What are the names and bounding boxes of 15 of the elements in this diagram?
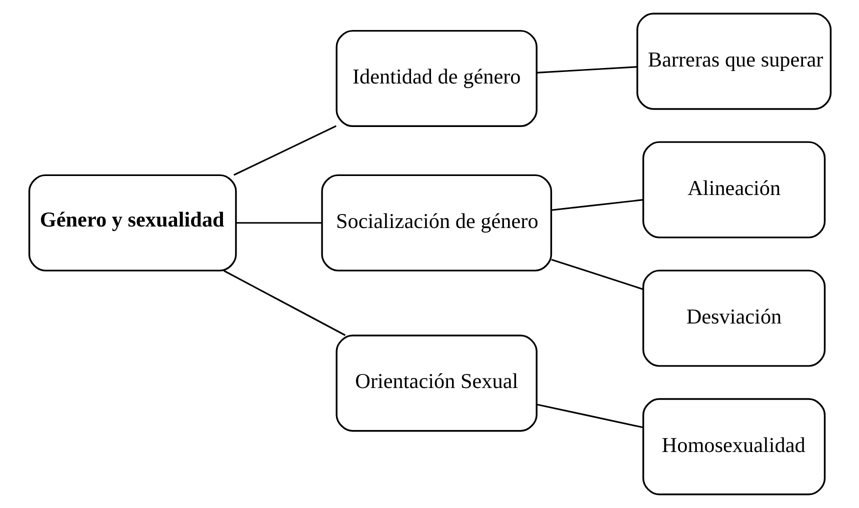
node-box: Género y sexualidad xyxy=(28,174,236,272)
connector xyxy=(235,222,322,224)
connector xyxy=(233,125,336,176)
connector xyxy=(536,404,643,428)
connector xyxy=(550,258,643,290)
node-box: Homosexualidad xyxy=(642,398,826,496)
node-box: Barreras que superar xyxy=(636,12,832,110)
node-box: Alineación xyxy=(642,141,826,238)
connector xyxy=(550,199,643,211)
connector xyxy=(536,66,637,74)
connector xyxy=(223,270,346,336)
node-box: Identidad de género xyxy=(335,30,537,128)
node-box: Orientación Sexual xyxy=(335,334,537,432)
node-box: Desviación xyxy=(642,270,826,367)
node-box: Socialización de género xyxy=(320,174,552,272)
